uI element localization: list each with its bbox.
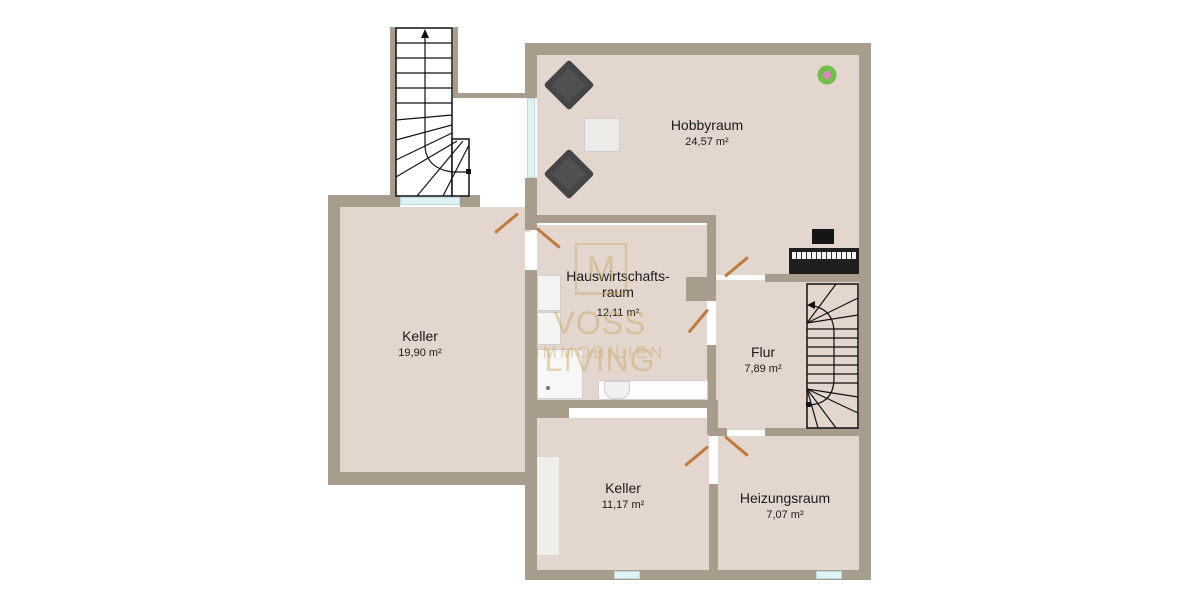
shower-tray bbox=[537, 349, 583, 399]
wall-hws-bottom bbox=[537, 400, 709, 408]
window-keller-small-bottom bbox=[614, 571, 640, 579]
piano-keys bbox=[792, 252, 856, 259]
wall-keller-left bbox=[328, 195, 340, 485]
room-area: 11,17 m² bbox=[601, 499, 645, 512]
floor-keller-small bbox=[537, 418, 709, 570]
wall-hobby-top bbox=[525, 43, 871, 55]
piano bbox=[789, 248, 859, 274]
room-name-line2: raum bbox=[602, 284, 634, 301]
room-name: Keller bbox=[605, 480, 641, 496]
room-name: Flur bbox=[750, 344, 776, 360]
wall-flur-heiz-right bbox=[765, 428, 859, 436]
wall-keller-small-notch bbox=[537, 400, 569, 418]
coffee-table bbox=[584, 118, 620, 152]
room-label-hauswirtschaftsraum: Hauswirtschafts- raum 12,11 m² bbox=[553, 268, 683, 320]
shelf bbox=[537, 457, 559, 555]
window-keller-top bbox=[400, 197, 460, 205]
staircase-upper bbox=[395, 27, 471, 197]
room-area: 19,90 m² bbox=[398, 347, 442, 360]
room-area: 24,57 m² bbox=[685, 136, 729, 149]
staircase-flur bbox=[806, 283, 859, 429]
wall-keller-heiz-lower bbox=[709, 484, 718, 570]
wall-hobby-left-upper bbox=[525, 43, 537, 98]
piano-stool bbox=[812, 229, 834, 244]
floor-entry bbox=[460, 207, 530, 232]
wall-hws-left bbox=[525, 270, 537, 410]
wall-hws-right-lower bbox=[707, 345, 716, 435]
plant-icon bbox=[816, 64, 838, 86]
floor-keller-large bbox=[340, 207, 525, 472]
room-area: 12,11 m² bbox=[596, 307, 640, 320]
wall-right bbox=[859, 43, 871, 580]
washing-machine bbox=[537, 275, 561, 311]
wall-stair-left bbox=[390, 27, 396, 197]
room-label-keller-large: Keller 19,90 m² bbox=[370, 328, 470, 360]
wall-keller-heiz-upper bbox=[709, 400, 718, 435]
wall-hobby-hws bbox=[537, 215, 715, 223]
wall-hobby-flur bbox=[765, 274, 859, 282]
room-label-hobbyraum: Hobbyraum 24,57 m² bbox=[647, 117, 767, 149]
dryer bbox=[537, 312, 561, 345]
wall-flur-heiz-left bbox=[709, 428, 727, 436]
wall-hobby-left-lower bbox=[525, 178, 537, 230]
sink bbox=[604, 381, 630, 399]
wall-keller-bottom bbox=[328, 472, 537, 485]
room-area: 7,07 m² bbox=[766, 509, 804, 522]
floor-heizungsraum bbox=[718, 436, 859, 570]
room-name: Heizungsraum bbox=[739, 490, 831, 506]
wall-keller-top-left bbox=[328, 195, 400, 207]
wall-bottom bbox=[525, 570, 871, 580]
window-heiz-bottom bbox=[816, 571, 842, 579]
window-hobby-left bbox=[527, 98, 535, 178]
room-area: 7,89 m² bbox=[744, 363, 782, 376]
room-name: Keller bbox=[402, 328, 438, 344]
drain-icon bbox=[546, 386, 550, 390]
room-label-heizungsraum: Heizungsraum 7,07 m² bbox=[725, 490, 845, 522]
room-label-keller-small: Keller 11,17 m² bbox=[573, 480, 673, 512]
wall-lower-left bbox=[525, 405, 537, 580]
wall-hws-right-upper bbox=[707, 215, 716, 277]
room-label-flur: Flur 7,89 m² bbox=[733, 344, 793, 376]
wall-pillar bbox=[686, 277, 716, 301]
wall-stair-right-upper bbox=[453, 27, 458, 97]
room-name: Hobbyraum bbox=[670, 117, 744, 133]
wall-keller-top-right bbox=[460, 195, 480, 207]
room-name: Hauswirtschafts- bbox=[566, 268, 670, 284]
wall-stair-annex-top bbox=[453, 93, 525, 98]
